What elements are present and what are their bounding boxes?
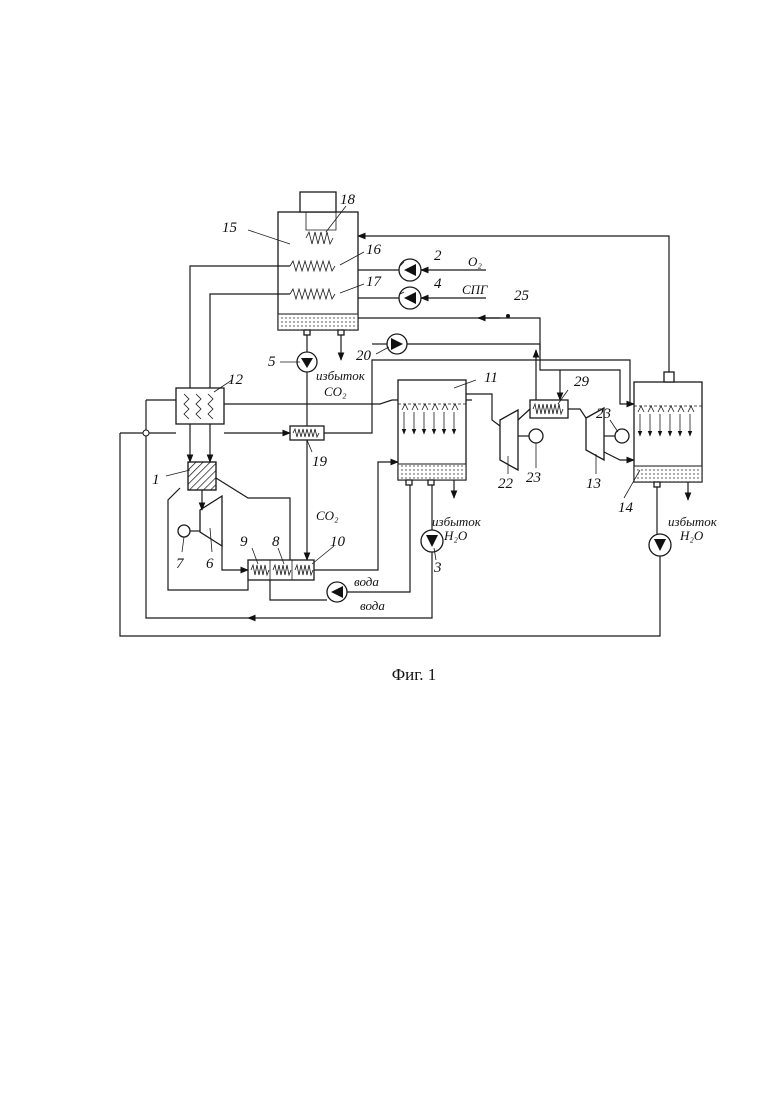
label-co2-line: CO₂ bbox=[316, 508, 339, 523]
label-excess-water-11: избыток bbox=[432, 514, 482, 529]
pump-20 bbox=[387, 334, 407, 354]
heat-exchanger-12 bbox=[176, 388, 224, 424]
heat-exchanger-29 bbox=[530, 400, 568, 418]
number-16: 16 bbox=[366, 242, 382, 258]
number-4: 4 bbox=[434, 276, 442, 292]
label-excess-water-14: избыток bbox=[668, 514, 718, 529]
number-19: 19 bbox=[312, 454, 328, 470]
number-9: 9 bbox=[240, 534, 248, 550]
number-23-left: 23 bbox=[526, 470, 541, 486]
component-numbers: 18 15 16 2 17 4 25 20 5 12 11 29 23 19 1… bbox=[152, 192, 634, 576]
pump-2 bbox=[399, 259, 421, 281]
label-h2o-14: H₂O bbox=[679, 528, 704, 543]
combustor-1 bbox=[188, 462, 216, 490]
number-22: 22 bbox=[498, 476, 514, 492]
scrubber-14 bbox=[634, 372, 702, 487]
vessel-15 bbox=[278, 192, 358, 335]
number-1: 1 bbox=[152, 472, 160, 488]
number-11: 11 bbox=[484, 370, 498, 386]
scrubber-11 bbox=[392, 380, 472, 485]
number-25: 25 bbox=[514, 288, 530, 304]
number-8: 8 bbox=[272, 534, 280, 550]
number-2: 2 bbox=[434, 248, 442, 264]
pump-3 bbox=[421, 530, 443, 552]
number-3: 3 bbox=[433, 560, 442, 576]
number-18: 18 bbox=[340, 192, 356, 208]
turbine-6 bbox=[178, 496, 222, 546]
compressor-22 bbox=[500, 410, 543, 470]
number-20: 20 bbox=[356, 348, 372, 364]
pump-water bbox=[327, 582, 347, 602]
number-7: 7 bbox=[176, 556, 185, 572]
number-14: 14 bbox=[618, 500, 634, 516]
number-13: 13 bbox=[586, 476, 601, 492]
label-h2o-11: H₂O bbox=[443, 528, 468, 543]
number-5: 5 bbox=[268, 354, 276, 370]
number-23-right: 23 bbox=[596, 406, 611, 422]
number-10: 10 bbox=[330, 534, 346, 550]
label-water-1: вода bbox=[354, 574, 379, 589]
number-6: 6 bbox=[206, 556, 214, 572]
label-fuel: СПГ bbox=[462, 282, 488, 297]
label-excess-co2: избыток bbox=[316, 368, 366, 383]
pump-14-out bbox=[649, 534, 671, 556]
figure-caption: Фиг. 1 bbox=[392, 665, 437, 684]
label-water-2: вода bbox=[360, 598, 385, 613]
number-12: 12 bbox=[228, 372, 244, 388]
label-co2-excess: CO₂ bbox=[324, 384, 347, 399]
number-29: 29 bbox=[574, 374, 590, 390]
heat-exchanger-19 bbox=[290, 426, 324, 440]
pump-4 bbox=[399, 287, 421, 309]
number-15: 15 bbox=[222, 220, 238, 236]
number-17: 17 bbox=[366, 274, 383, 290]
label-o2: O₂ bbox=[468, 254, 482, 269]
